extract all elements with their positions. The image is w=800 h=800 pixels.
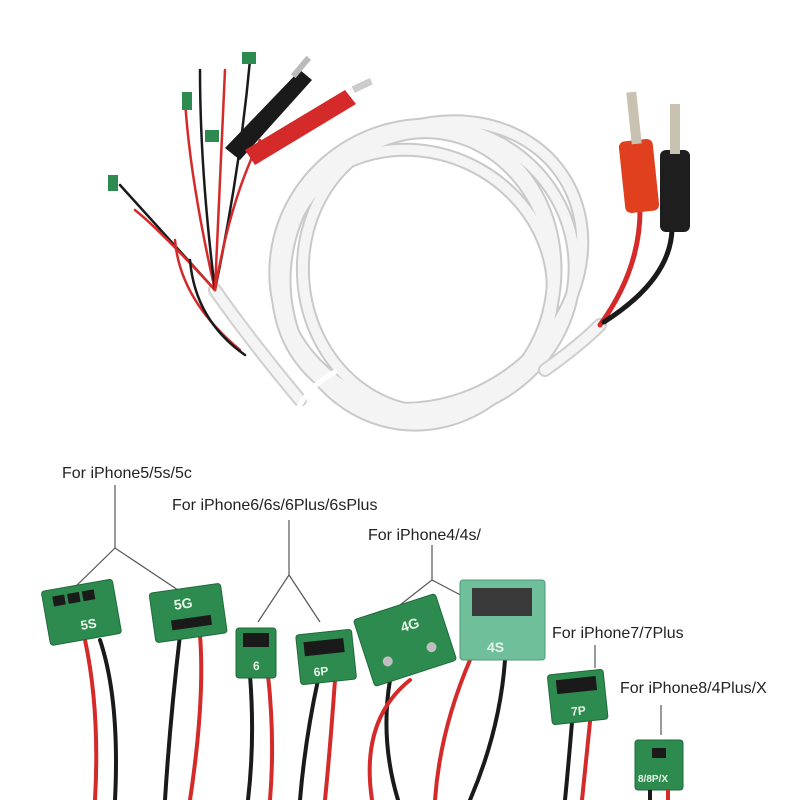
board-label: 5G [173,594,194,612]
board-wires [83,633,592,800]
black-banana-plug [660,104,690,232]
label-iphone8: For iPhone8/4Plus/X [620,680,767,697]
label-iphone7: For iPhone7/7Plus [552,625,684,642]
label-iphone6: For iPhone6/6s/6Plus/6sPlus [172,497,378,514]
board-4g: 4G [353,593,457,687]
board-5s: 5S [41,578,122,646]
red-alligator-clip [245,78,373,165]
board-4s: 4S [459,579,546,661]
board-label: 6P [313,664,329,679]
board-label: 7P [570,703,586,718]
label-iphone4: For iPhone4/4s/ [368,527,481,544]
board-6: 6 [235,627,277,679]
black-alligator-clip [225,55,312,160]
board-label: 8/8P/X [638,774,668,785]
small-connector-boards [108,52,256,191]
board-label: 4S [487,639,504,655]
banana-plug-wires [597,207,675,328]
label-pointer-lines [71,485,662,735]
thin-wires-top [118,58,262,357]
white-cable-coil [208,114,607,433]
board-7p: 7P [547,669,609,726]
red-banana-plug [618,91,660,213]
board-label: 4G [399,614,422,635]
board-8: 8/8P/X [634,739,684,791]
board-6p: 6P [295,629,357,685]
label-iphone5: For iPhone5/5s/5c [62,465,192,482]
board-label: 6 [253,659,260,673]
board-8-wires [648,790,670,800]
board-label: 5S [79,615,98,633]
board-5g: 5G [148,583,228,643]
